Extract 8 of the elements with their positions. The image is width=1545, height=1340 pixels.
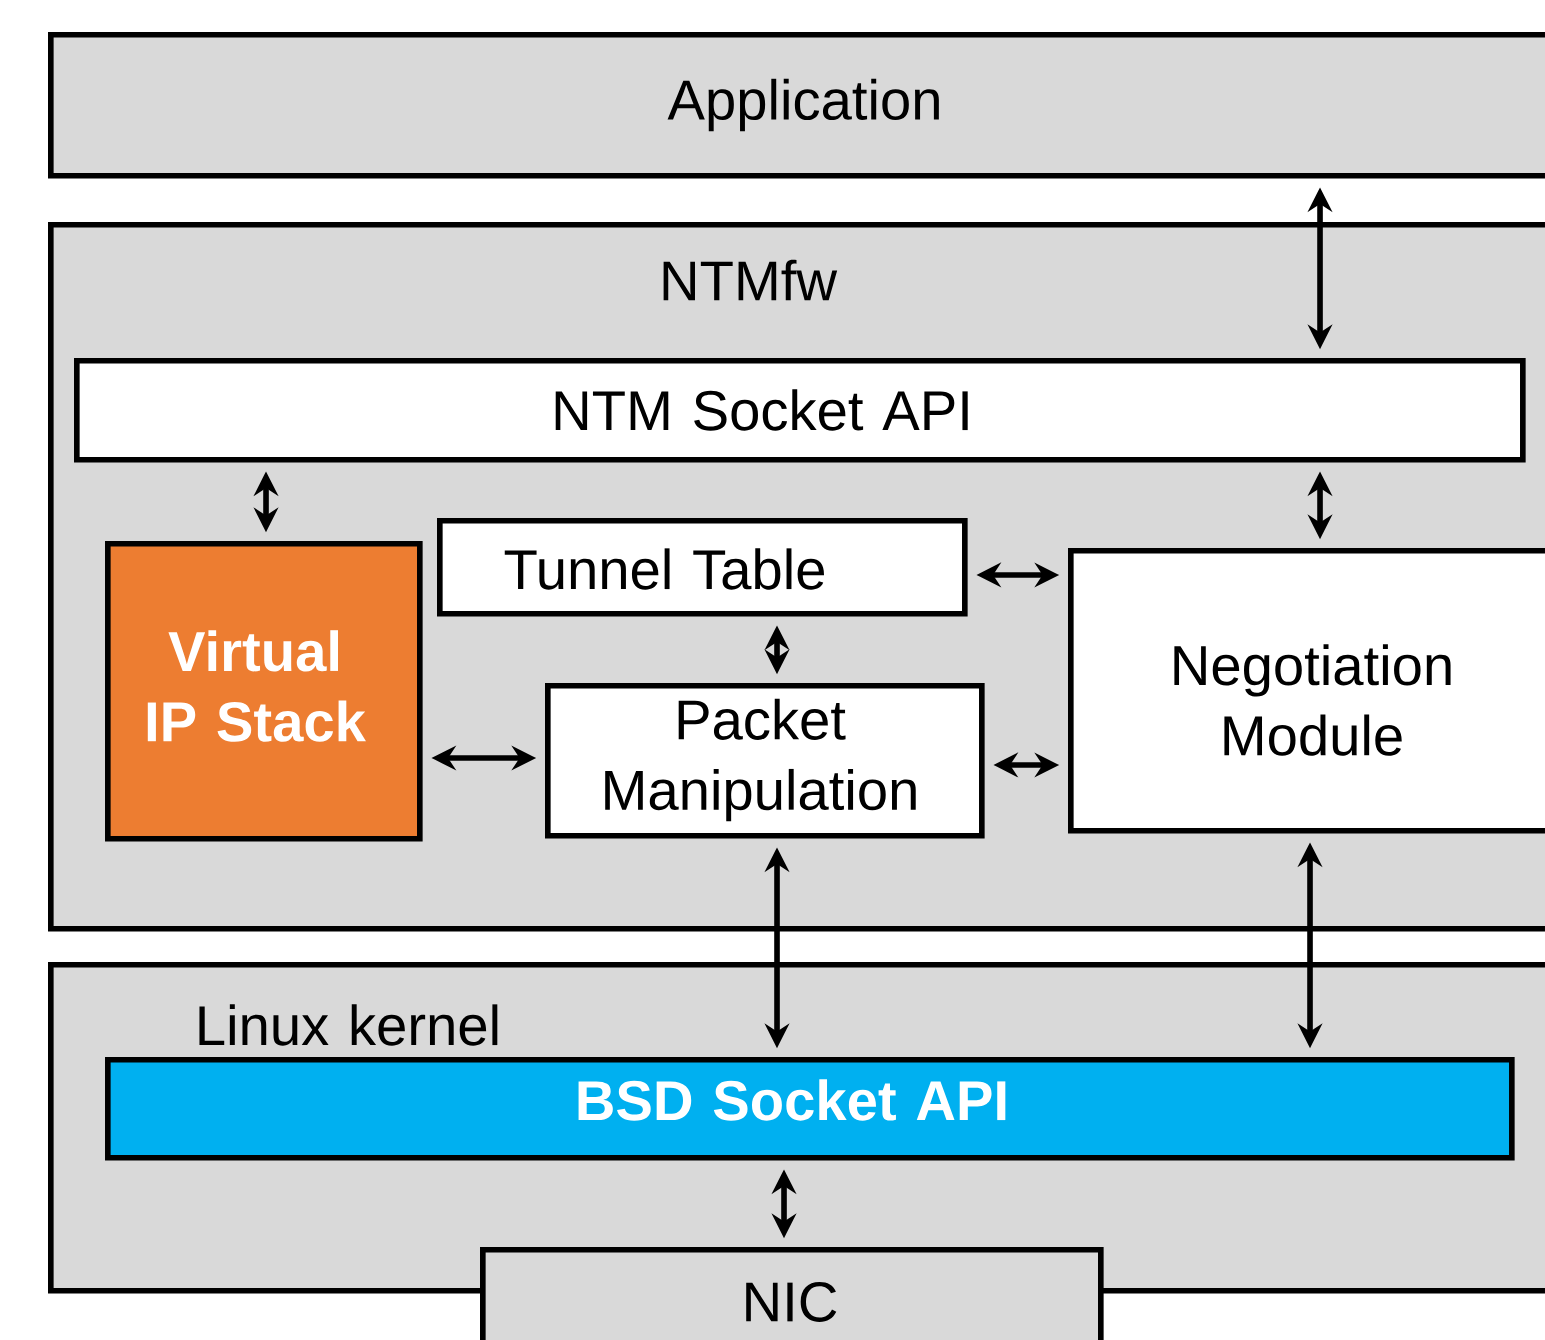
module-box: Negotiation Module xyxy=(1068,548,1545,834)
api-box: BSD Socket API xyxy=(105,1057,1515,1161)
interface-box: NIC xyxy=(480,1247,1104,1340)
module-box: Packet Manipulation xyxy=(545,683,985,839)
table-box: Tunnel Table xyxy=(437,518,968,617)
api-box: NTM Socket API xyxy=(74,357,1526,463)
module-box: Virtual IP Stack xyxy=(105,540,423,842)
layer-box: Application xyxy=(48,31,1545,179)
